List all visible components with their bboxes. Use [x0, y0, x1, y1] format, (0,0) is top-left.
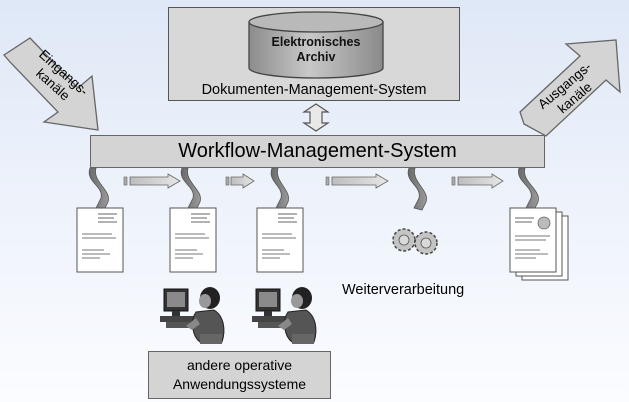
person-at-computer-icon: [160, 287, 225, 344]
further-processing-label: Weiterverarbeitung: [342, 282, 465, 298]
other-systems-line2: Anwendungssysteme: [172, 376, 307, 392]
double-arrow-icon: [302, 103, 330, 132]
person-at-computer-icon: [252, 287, 317, 344]
flow-arrow-icon: [225, 173, 255, 189]
other-systems-box: andere operative Anwendungssysteme: [148, 351, 331, 399]
document-icon: [76, 207, 124, 273]
document-icon: [169, 207, 217, 273]
archive-label-line2: Archiv: [296, 50, 336, 64]
document-icon: [256, 207, 304, 273]
flow-arrow-icon: [325, 173, 389, 189]
flow-arrow-icon: [123, 173, 181, 189]
gears-icon: [392, 228, 438, 255]
archive-label-line1: Elektronisches: [271, 35, 361, 49]
output-channels-arrow-icon: [519, 39, 621, 137]
workflow-arm-icon: [270, 167, 289, 211]
flow-arrow-icon: [451, 173, 504, 189]
workflow-arm-icon: [88, 167, 109, 211]
workflow-arm-icon: [180, 167, 201, 211]
workflow-arm-icon: [518, 167, 539, 211]
archive-cylinder-icon: [248, 11, 384, 79]
workflow-management-system-bar: Workflow-Management-System: [90, 135, 545, 168]
workflow-arm-icon: [407, 167, 427, 211]
input-channels-arrow-icon: [3, 37, 99, 131]
dms-label: Dokumenten-Management-System: [201, 82, 427, 98]
document-stack-icon: [509, 207, 569, 281]
other-systems-line1: andere operative: [186, 357, 293, 373]
archive-label: Elektronisches Archiv: [246, 35, 386, 65]
